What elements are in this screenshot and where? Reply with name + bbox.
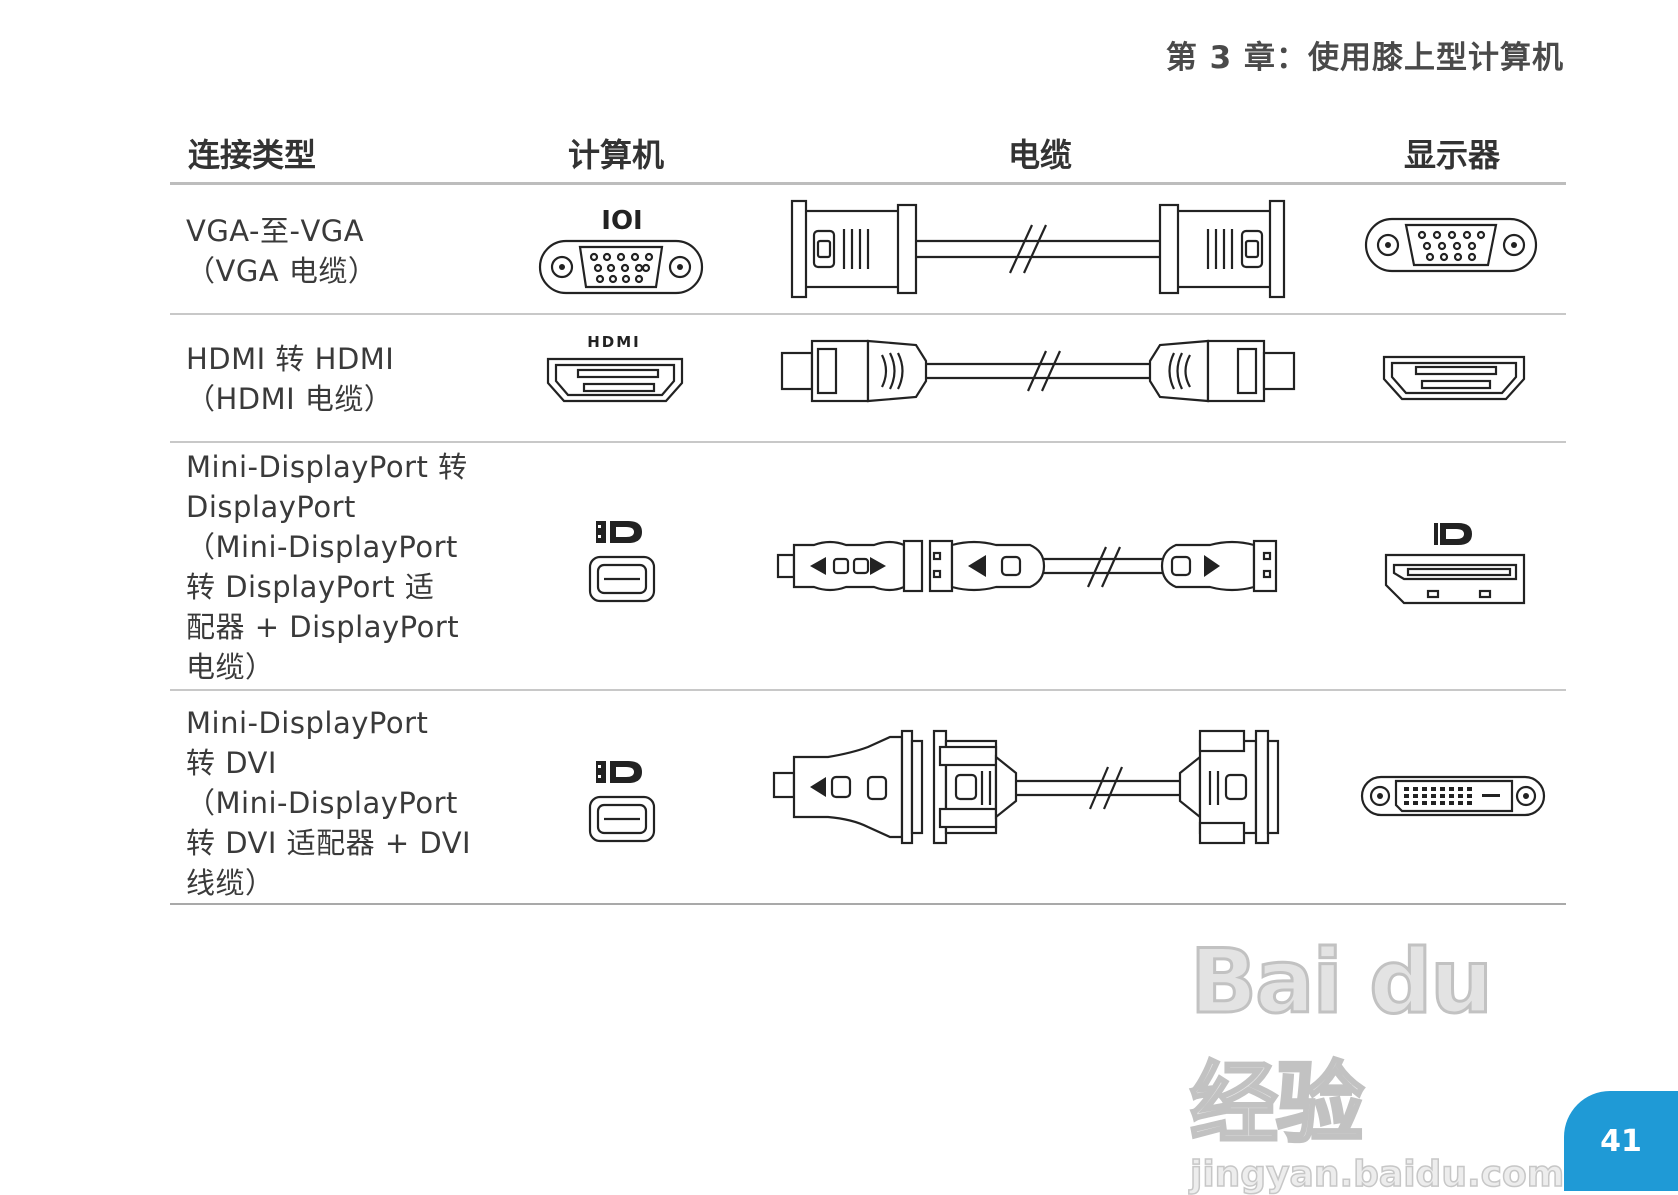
dvi-port-icon bbox=[1358, 771, 1548, 821]
watermark-main-text: Bai du 经验 bbox=[1189, 929, 1495, 1157]
vga-port-icon: IOI bbox=[532, 199, 712, 299]
col-header-type: 连接类型 bbox=[188, 136, 317, 174]
table-row-dvi: Mini-DisplayPort 转 DVI （Mini-DisplayPort… bbox=[170, 691, 1566, 905]
connection-type-label: Mini-DisplayPort 转 DisplayPort （Mini-Dis… bbox=[186, 450, 468, 684]
vga-symbol-label: IOI bbox=[601, 206, 642, 236]
col-header-cable: 电缆 bbox=[1008, 136, 1073, 174]
hdmi-display-port-icon bbox=[1380, 353, 1530, 403]
col-header-display: 显示器 bbox=[1404, 136, 1501, 174]
dvi-adapter-cable-icon bbox=[770, 727, 1300, 847]
vga-display-port-icon bbox=[1360, 215, 1540, 275]
table-header: 连接类型 计算机 电缆 显示器 bbox=[170, 112, 1566, 185]
hdmi-symbol-label: HDMI bbox=[587, 333, 641, 351]
hdmi-cable-icon bbox=[778, 331, 1298, 411]
connection-type-label: Mini-DisplayPort 转 DVI （Mini-DisplayPort… bbox=[186, 706, 472, 900]
baidu-watermark-logo: Bai du 经验 jingyan.baidu.com bbox=[1189, 929, 1580, 1195]
displayport-adapter-cable-icon bbox=[774, 531, 1294, 601]
displayport-icon bbox=[1380, 517, 1530, 617]
mini-displayport-icon bbox=[584, 517, 664, 617]
watermark-url-text: jingyan.baidu.com bbox=[1189, 1153, 1565, 1195]
connection-table: 连接类型 计算机 电缆 显示器 VGA-至-VGA （VGA 电缆） IOI bbox=[170, 112, 1566, 905]
mini-displayport-icon bbox=[584, 757, 664, 857]
connection-type-label: HDMI 转 HDMI （HDMI 电缆） bbox=[186, 342, 395, 416]
page-number: 41 bbox=[1564, 1091, 1678, 1191]
col-header-computer: 计算机 bbox=[568, 136, 665, 174]
connection-type-label: VGA-至-VGA （VGA 电缆） bbox=[186, 214, 378, 288]
table-row-displayport: Mini-DisplayPort 转 DisplayPort （Mini-Dis… bbox=[170, 443, 1566, 691]
vga-cable-icon bbox=[788, 197, 1288, 301]
table-row-hdmi: HDMI 转 HDMI （HDMI 电缆） HDMI bbox=[170, 315, 1566, 443]
table-row-vga: VGA-至-VGA （VGA 电缆） IOI bbox=[170, 185, 1566, 315]
hdmi-port-icon: HDMI bbox=[544, 333, 694, 413]
chapter-title: 第 3 章：使用膝上型计算机 bbox=[1165, 40, 1564, 76]
